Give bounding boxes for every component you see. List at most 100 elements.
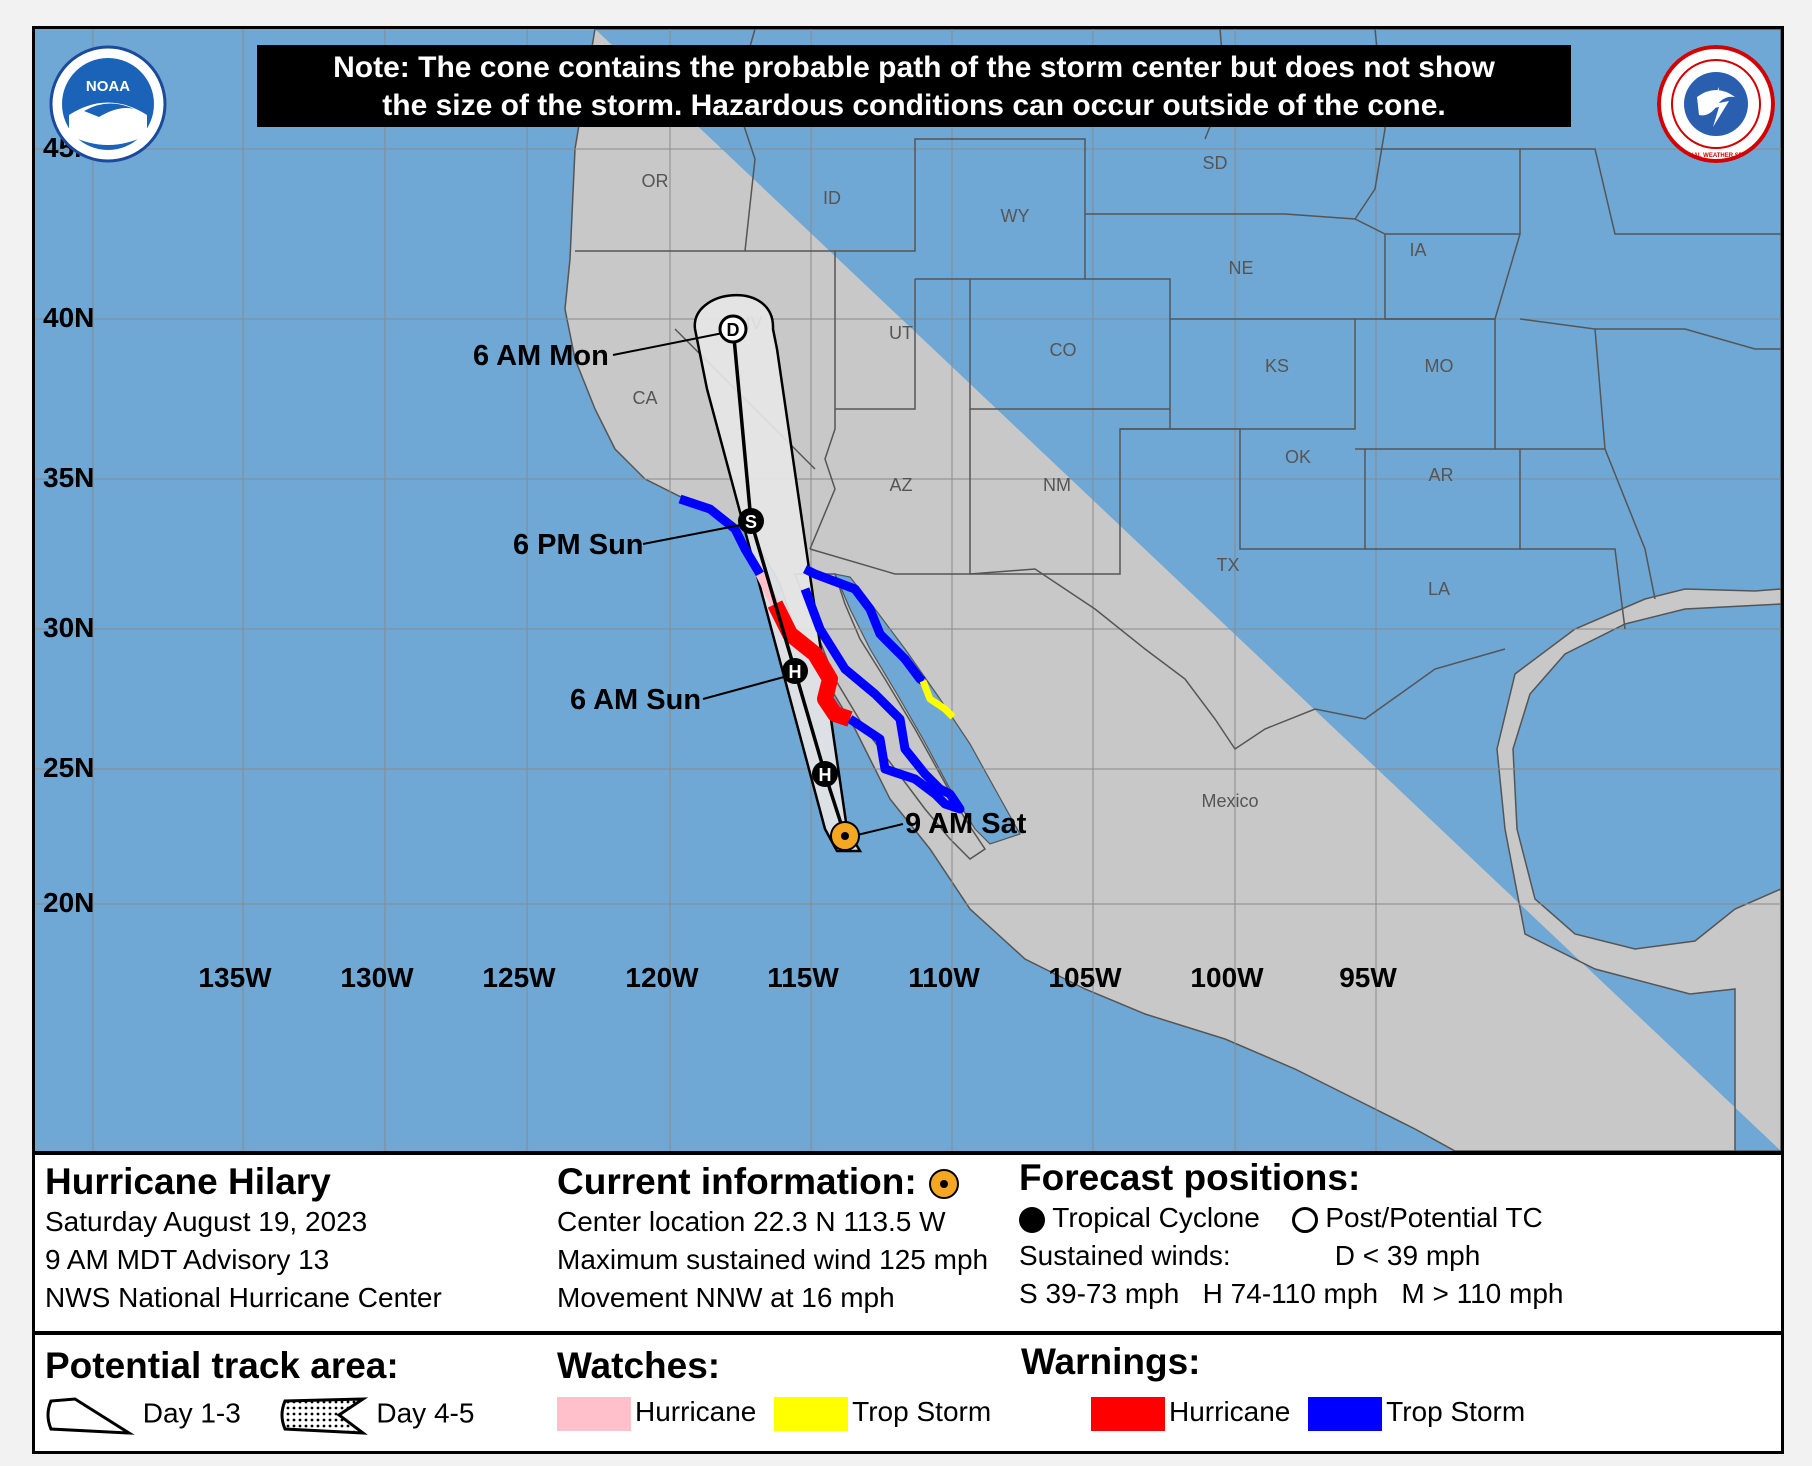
ts-watch-coast	[919, 679, 956, 720]
hurricane-warning-swatch	[1091, 1396, 1165, 1431]
state-label: AR	[1428, 465, 1453, 485]
lon-label: 95W	[1339, 962, 1397, 993]
marker-letter: D	[727, 320, 740, 340]
lon-label: 120W	[625, 962, 699, 993]
winds-row-2: S 39-73 mph H 74-110 mph M > 110 mph	[1019, 1275, 1564, 1313]
state-label: UT	[889, 323, 913, 343]
lon-label: 125W	[482, 962, 556, 993]
graphic-frame: OR ID WY SD MN IA NE UT CO KS MO CA NV A…	[32, 26, 1784, 1454]
storm-marker	[738, 508, 764, 534]
map-area: OR ID WY SD MN IA NE UT CO KS MO CA NV A…	[35, 29, 1781, 1155]
hurricane-warning-label: Hurricane	[1169, 1396, 1291, 1427]
lat-label: 35N	[43, 462, 94, 493]
noaa-logo: NOAA	[49, 45, 167, 163]
warnings-legend: Hurricane Trop Storm	[1091, 1393, 1525, 1431]
state-label: NE	[1228, 258, 1253, 278]
marker-letter: H	[819, 765, 832, 785]
lat-labels: 45N 40N 35N 30N 25N 20N	[43, 132, 94, 918]
center-location: Center location 22.3 N 113.5 W	[557, 1206, 946, 1237]
hurricane-marker	[782, 658, 808, 684]
hurricane-warning-coast	[767, 600, 853, 727]
legend: Hurricane Hilary Saturday August 19, 202…	[35, 1155, 1781, 1451]
forecast-positions: Forecast positions: Tropical Cyclone Pos…	[1019, 1157, 1564, 1313]
winds-d: D < 39 mph	[1334, 1240, 1481, 1271]
track-legend: Day 1-3 Day 4-5	[45, 1393, 474, 1437]
state-label: OK	[1285, 447, 1311, 467]
state-label: TX	[1216, 555, 1239, 575]
graticule	[35, 29, 1781, 1151]
storm-date: Saturday August 19, 2023	[45, 1206, 368, 1237]
state-label: IA	[1409, 240, 1426, 260]
state-label: Mexico	[1201, 791, 1258, 811]
day45-label: Day 4-5	[376, 1397, 475, 1429]
lat-label: 25N	[43, 752, 94, 783]
day13-label: Day 1-3	[142, 1397, 241, 1429]
lon-label: 130W	[340, 962, 414, 993]
forecast-markers: D S H H	[718, 314, 860, 851]
storm-advisory: 9 AM MDT Advisory 13	[45, 1244, 330, 1275]
lon-label: 135W	[198, 962, 272, 993]
forecast-label-sun-pm: 6 PM Sun	[513, 529, 644, 561]
watches-legend: Hurricane Trop Storm	[557, 1393, 991, 1431]
current-title-text: Current information:	[557, 1161, 917, 1202]
nws-logo-text: NATIONAL WEATHER SERVICE	[1671, 153, 1761, 159]
issuing-center: NWS National Hurricane Center	[45, 1282, 442, 1313]
winds-row: Sustained winds: D < 39 mph	[1019, 1237, 1564, 1275]
legend-divider	[35, 1331, 1781, 1335]
nws-logo: NATIONAL WEATHER SERVICE	[1657, 45, 1775, 163]
current-title: Current information:	[557, 1161, 988, 1203]
watches-title: Watches:	[557, 1345, 721, 1386]
watches: Watches: Hurricane Trop Storm	[557, 1345, 991, 1431]
warnings: Warnings: Hurricane Trop Storm	[1021, 1341, 1525, 1431]
day45-cone-icon	[280, 1397, 368, 1435]
forecast-label-sat: 9 AM Sat	[905, 808, 1027, 840]
state-label: OR	[642, 171, 669, 191]
state-label: CO	[1050, 340, 1077, 360]
state-label: SD	[1202, 153, 1227, 173]
hurricane-watch-label: Hurricane	[635, 1396, 757, 1427]
state-label: LA	[1428, 579, 1450, 599]
track-title: Potential track area:	[45, 1345, 399, 1386]
marker-letter: H	[789, 662, 802, 682]
ts-watch-label: Trop Storm	[852, 1396, 992, 1427]
hurricane-watch-swatch	[557, 1396, 631, 1431]
noaa-logo-text: NOAA	[86, 78, 130, 95]
lon-label: 110W	[908, 962, 980, 993]
state-label: MO	[1425, 356, 1454, 376]
max-wind: Maximum sustained wind 125 mph	[557, 1244, 989, 1275]
ts-warning-swatch	[1308, 1396, 1383, 1431]
storm-info: Hurricane Hilary Saturday August 19, 202…	[45, 1161, 442, 1317]
forecast-label-sun-am: 6 AM Sun	[570, 684, 701, 716]
track-area: Potential track area: Day 1-3 Day 4-5	[45, 1345, 474, 1437]
lon-label: 100W	[1190, 962, 1264, 993]
forecast-label-mon: 6 AM Mon	[473, 340, 609, 372]
state-label: NM	[1043, 475, 1071, 495]
state-labels: OR ID WY SD MN IA NE UT CO KS MO CA NV A…	[632, 101, 1453, 811]
lat-label: 40N	[43, 302, 94, 333]
current-position-icon	[928, 1169, 959, 1200]
marker-letter: S	[745, 512, 757, 532]
tc-icon	[1019, 1206, 1045, 1233]
hurricane-marker	[812, 761, 838, 787]
state-label: AZ	[889, 475, 912, 495]
lat-label: 20N	[43, 887, 94, 918]
warnings-title: Warnings:	[1021, 1341, 1201, 1382]
movement: Movement NNW at 16 mph	[557, 1282, 895, 1313]
lat-label: 30N	[43, 612, 94, 643]
forecast-time-labels: 6 AM Mon 6 PM Sun 6 AM Sun 9 AM Sat	[473, 340, 1027, 840]
map-svg: OR ID WY SD MN IA NE UT CO KS MO CA NV A…	[35, 29, 1781, 1151]
ts-warning-pacific	[678, 494, 764, 577]
cone-note: Note: The cone contains the probable pat…	[257, 45, 1571, 127]
day13-cone-icon	[46, 1397, 135, 1435]
lon-label: 115W	[767, 962, 839, 993]
state-label: ID	[823, 188, 841, 208]
current-position-dot	[841, 832, 849, 840]
current-info: Current information: Center location 22.…	[557, 1161, 988, 1317]
winds-h: H 74-110 mph	[1202, 1278, 1379, 1309]
winds-m: M > 110 mph	[1401, 1278, 1564, 1309]
storm-name: Hurricane Hilary	[45, 1161, 331, 1202]
state-label: WY	[1001, 206, 1030, 226]
lon-labels: 135W 130W 125W 120W 115W 110W 105W 100W …	[198, 962, 1397, 993]
land-mass	[564, 29, 1781, 1151]
winds-s: S 39-73 mph	[1019, 1278, 1180, 1309]
